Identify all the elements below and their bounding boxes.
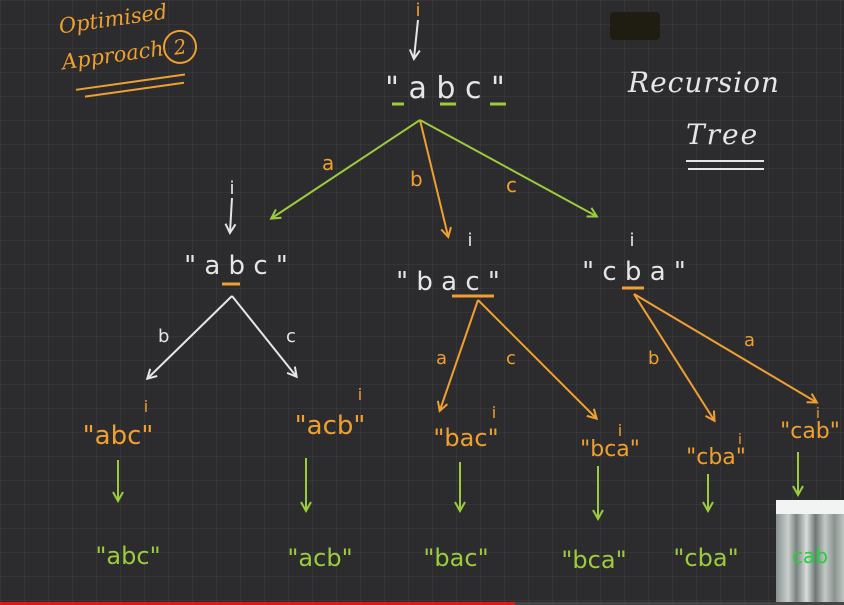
tree-node: " b a c " xyxy=(396,267,500,297)
branch-edge xyxy=(231,295,296,376)
node-pointer: i xyxy=(229,178,234,199)
webcam-light xyxy=(776,500,844,514)
tree-leaf: "bac" xyxy=(433,424,498,452)
tree-node: " a b c " xyxy=(184,251,288,281)
edge-label: c xyxy=(286,326,296,347)
permutation-result: "acb" xyxy=(287,544,352,572)
branch-edge xyxy=(148,295,233,378)
edge-label: b xyxy=(410,167,423,191)
tree-leaf: "acb" xyxy=(295,411,366,441)
root-node: " a b c " xyxy=(385,71,505,106)
permutation-result: "abc" xyxy=(95,542,160,570)
permutation-result: "bac" xyxy=(423,544,488,572)
node-pointer: i xyxy=(144,397,148,416)
node-pointer: i xyxy=(358,385,362,404)
edge-label: b xyxy=(158,326,169,347)
branch-edge xyxy=(477,299,596,418)
permutation-result: "cba" xyxy=(673,544,738,572)
tree-node: " c b a " xyxy=(582,257,686,287)
branch-edge xyxy=(419,119,596,216)
edge-label: a xyxy=(436,348,447,369)
edge-label: a xyxy=(322,151,334,175)
branch-edge xyxy=(272,119,421,218)
edge-label: a xyxy=(744,330,755,351)
ink-blot xyxy=(610,12,660,40)
node-pointer: i xyxy=(492,403,496,422)
node-pointer: i xyxy=(629,230,634,251)
heading-line-1: Recursion xyxy=(628,66,780,99)
tree-leaf: "bca" xyxy=(580,437,640,462)
edge-label: c xyxy=(506,348,516,369)
recursion-tree-heading: Recursion Tree xyxy=(628,66,788,186)
tree-leaf: "cab" xyxy=(780,419,840,444)
edge-label: b xyxy=(648,348,659,369)
video-progress-bar[interactable] xyxy=(0,602,844,605)
heading-underline xyxy=(688,168,764,170)
permutation-result: "bca" xyxy=(561,546,626,574)
branch-edge xyxy=(633,293,714,420)
webcam-caption: cab xyxy=(792,544,828,568)
video-progress-fill xyxy=(0,602,515,605)
edge-label: c xyxy=(506,173,517,197)
node-pointer: i xyxy=(738,432,742,448)
heading-underline xyxy=(686,160,764,162)
tree-leaf: "cba" xyxy=(686,445,746,470)
presenter-webcam: cab xyxy=(776,500,844,605)
node-pointer: i xyxy=(467,230,472,251)
node-pointer: i xyxy=(816,406,820,422)
node-pointer: i xyxy=(618,421,622,440)
branch-edge xyxy=(440,299,479,410)
pointer-arrow xyxy=(230,197,232,232)
root-pointer: i xyxy=(415,0,420,21)
branch-edge xyxy=(633,293,816,402)
tree-leaf: "abc" xyxy=(83,421,154,451)
heading-line-2: Tree xyxy=(686,118,760,151)
pointer-arrow xyxy=(414,19,418,58)
branch-edge xyxy=(419,119,448,236)
